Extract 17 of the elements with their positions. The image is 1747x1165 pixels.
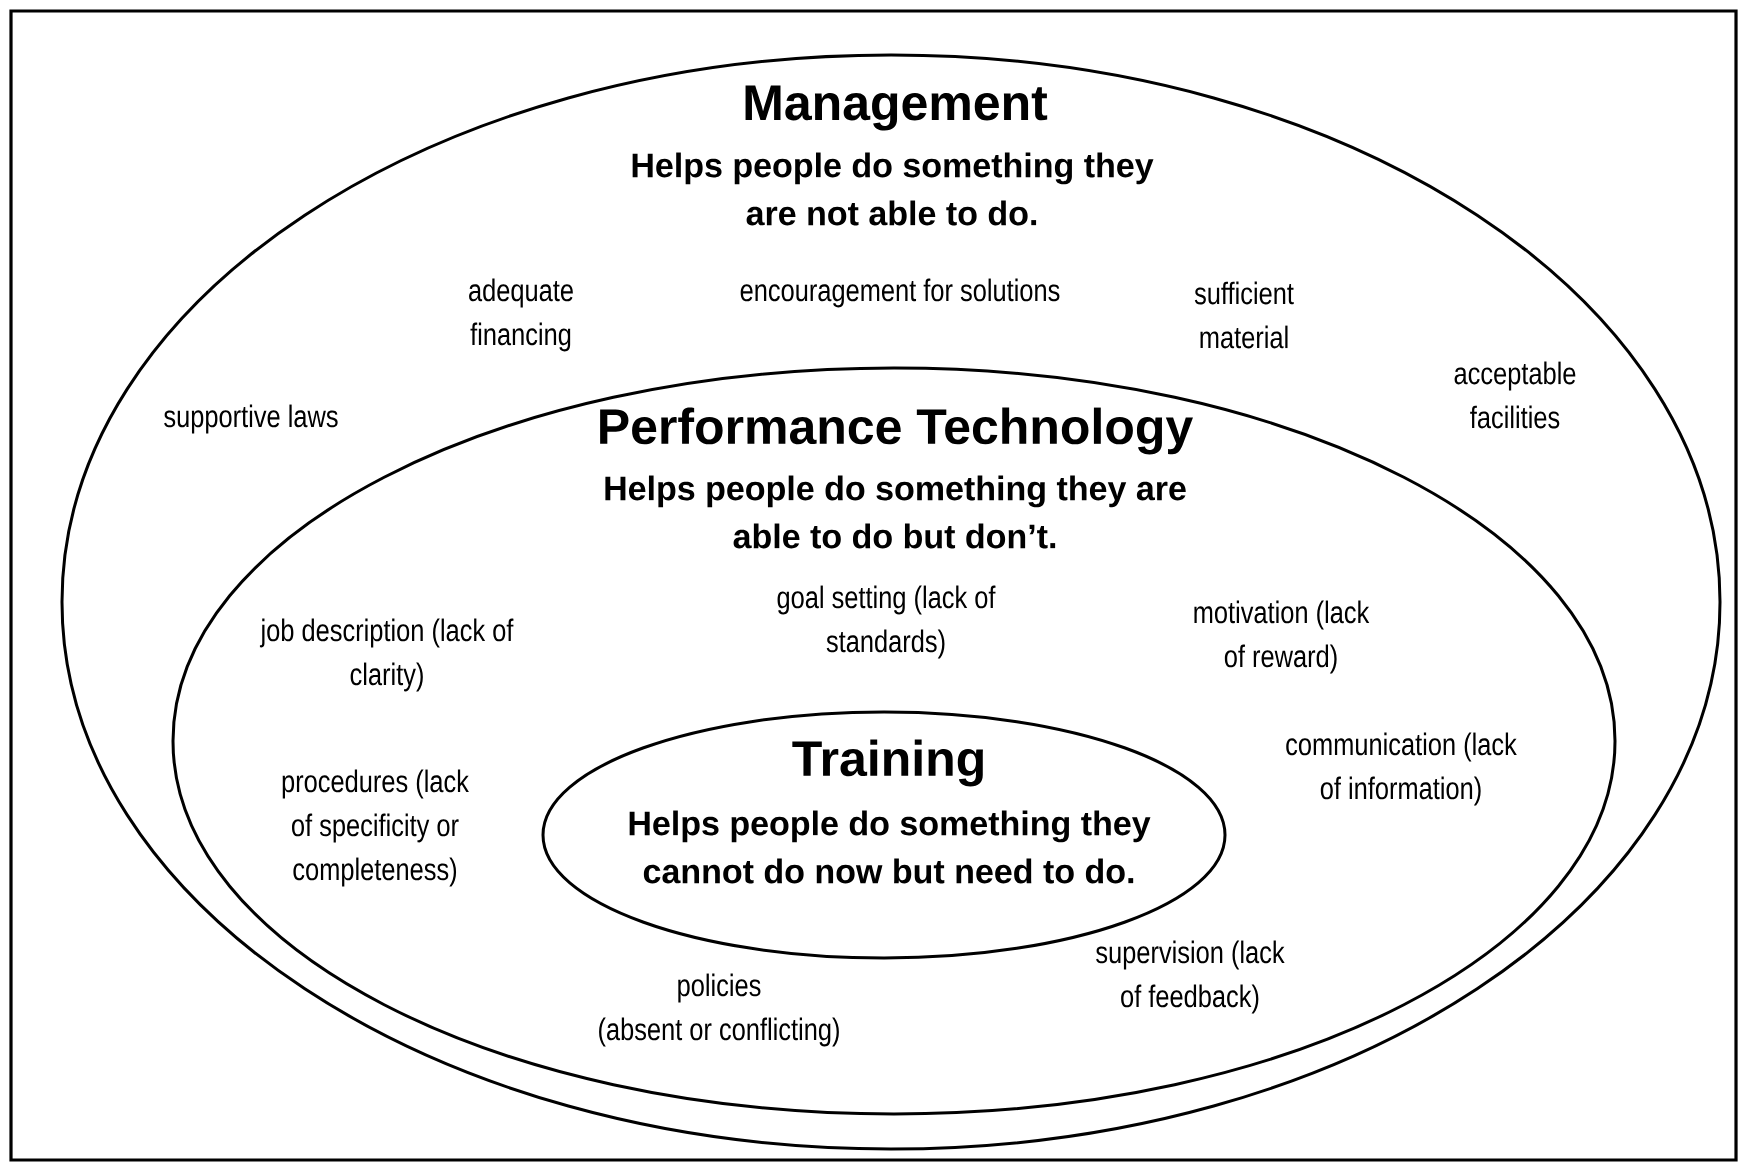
heading: Training (792, 739, 983, 787)
label: adequate financing (469, 278, 573, 352)
description: Helps people do something they are not able to do. (632, 152, 1154, 226)
description: Helps people do something they are able to do but don’t. (605, 475, 1186, 549)
label: encouragement for solutions (740, 278, 1060, 308)
label: supervision (lack of feedback) (1096, 940, 1285, 1014)
label: goal setting (lack of standards) (777, 585, 996, 659)
heading: Performance Technology (600, 407, 1193, 455)
label: communication (lack of information) (1286, 732, 1517, 806)
label: sufficient material (1194, 281, 1294, 349)
label: supportive laws (164, 404, 338, 434)
label: job description (lack of clarity) (259, 618, 514, 692)
description: Helps people do something they cannot do now but need to do. (629, 810, 1151, 884)
heading: Management (745, 85, 1048, 131)
label: motivation (lack of reward) (1194, 600, 1370, 674)
label: acceptable facilities (1454, 361, 1576, 429)
label: procedures (lack of specificity or completeness) (282, 769, 469, 887)
